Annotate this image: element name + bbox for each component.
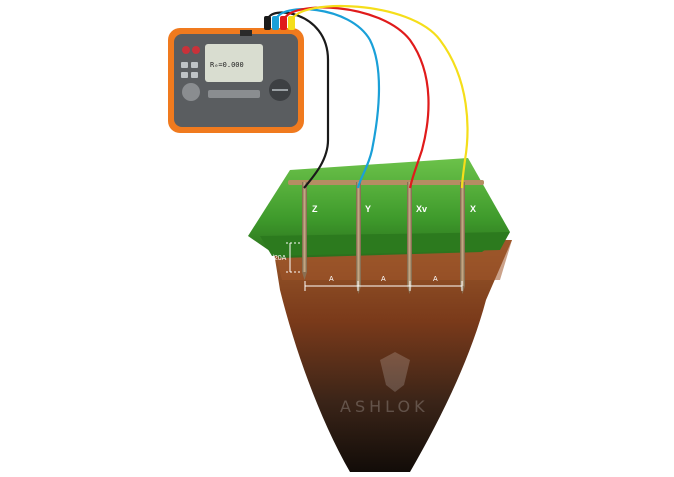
meter-dpad[interactable] <box>182 83 200 101</box>
watermark-text: ASHLOK <box>340 397 429 416</box>
meter-button[interactable] <box>181 72 188 78</box>
probe-xv <box>407 182 412 294</box>
wire-red <box>282 6 430 189</box>
probe-y <box>356 182 361 294</box>
wire-black <box>266 11 330 189</box>
spacing-label: A <box>329 276 334 283</box>
probe-crossbar <box>288 180 484 185</box>
meter-display: Rₑ=0.000 <box>210 61 244 69</box>
meter-button[interactable] <box>191 72 198 78</box>
meter-button[interactable] <box>181 62 188 68</box>
spacing-label: A <box>381 276 386 283</box>
probe-x <box>460 182 465 294</box>
terminal-black <box>264 16 271 30</box>
wire-yellow <box>290 4 469 189</box>
meter-screen <box>205 44 263 82</box>
meter-button[interactable] <box>192 46 200 54</box>
terminal-yellow <box>288 16 295 30</box>
spacing-dimension <box>304 281 463 291</box>
soil-section <box>272 240 512 472</box>
terminal-blue <box>272 16 279 30</box>
meter-button[interactable] <box>191 62 198 68</box>
meter-function-buttons[interactable] <box>208 90 260 98</box>
meter-button[interactable] <box>182 46 190 54</box>
probe-label-xv: Xv <box>416 204 427 214</box>
probe-label-z: Z <box>312 204 318 214</box>
probe-z <box>302 182 307 280</box>
probe-label-x: X <box>470 204 476 214</box>
probe-label-y: Y <box>365 204 371 214</box>
watermark-logo <box>380 352 410 392</box>
depth-label: 1/20A <box>268 255 287 262</box>
earth-tester-meter: Rₑ=0.000 <box>168 28 304 133</box>
grass-front-edge <box>260 232 510 256</box>
spacing-label: A <box>433 276 438 283</box>
terminal-red <box>280 16 287 30</box>
depth-dimension <box>286 242 300 273</box>
